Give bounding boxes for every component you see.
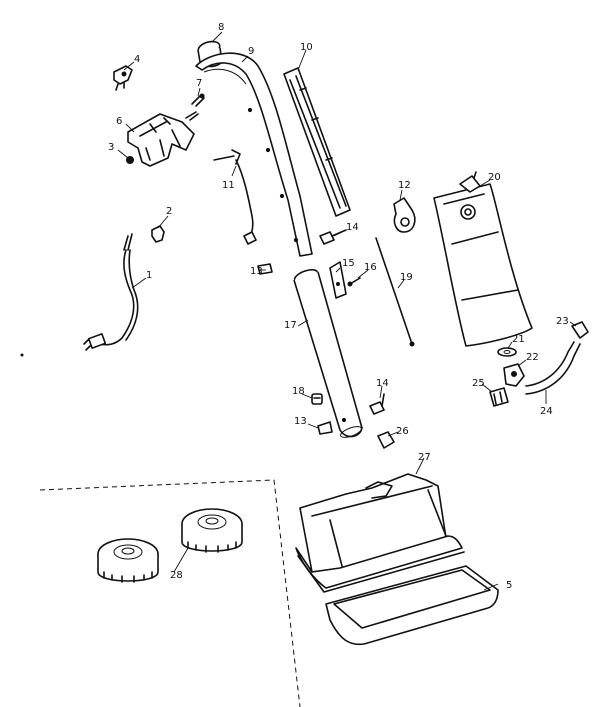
part-18-knob[interactable]: [311, 393, 323, 405]
callout-20: 20: [488, 172, 501, 183]
callout-5: 5: [506, 580, 512, 591]
callout-13-upper: 13: [250, 266, 263, 277]
part-28-brushes[interactable]: [97, 508, 243, 583]
part-21-washer[interactable]: [497, 347, 517, 357]
part-24-hose[interactable]: [525, 341, 581, 395]
callout-2: 2: [166, 206, 172, 217]
callout-11: 11: [222, 180, 235, 191]
callout-19: 19: [400, 272, 413, 283]
part-11-wire-clip[interactable]: [213, 149, 257, 245]
part-15-clamp[interactable]: [329, 261, 347, 299]
callout-14-upper: 14: [346, 222, 359, 233]
part-6-handle-housing[interactable]: [127, 113, 195, 167]
part-5-tray[interactable]: [325, 565, 499, 646]
callout-9: 9: [248, 46, 254, 57]
callout-14-lower: 14: [376, 378, 389, 389]
part-12-loop-bracket[interactable]: [393, 197, 416, 233]
callout-22: 22: [526, 352, 539, 363]
callout-7: 7: [196, 78, 202, 89]
part-7-screws[interactable]: [185, 93, 205, 121]
callout-24: 24: [540, 406, 553, 417]
leader-lines: [117, 31, 577, 591]
part-1-power-cord[interactable]: [83, 233, 139, 351]
part-25-cap-nut[interactable]: [489, 387, 509, 407]
callout-3: 3: [108, 142, 114, 153]
part-4-bracket[interactable]: [113, 65, 133, 91]
callout-1: 1: [146, 270, 152, 281]
callout-labels: 1 2 3 4 5 6 7 8 9 10 11 12 13 13 14 14 1…: [108, 22, 569, 591]
part-13-pin-lower[interactable]: [317, 421, 333, 435]
callout-12: 12: [398, 180, 411, 191]
part-10-channel[interactable]: [283, 67, 351, 217]
callout-21: 21: [512, 334, 525, 345]
callout-10: 10: [300, 42, 313, 53]
callout-17: 17: [284, 320, 297, 331]
part-9-upper-handle-tube[interactable]: [195, 52, 313, 257]
callout-18: 18: [292, 386, 305, 397]
callout-28: 28: [170, 570, 183, 581]
part-2-clip[interactable]: [151, 225, 165, 243]
part-19-rod[interactable]: [375, 237, 415, 347]
callout-4: 4: [134, 54, 140, 65]
callout-8: 8: [218, 22, 224, 33]
part-3-nut[interactable]: [126, 156, 134, 164]
callout-15: 15: [342, 258, 355, 269]
callout-27: 27: [418, 452, 431, 463]
part-22-elbow-fitting[interactable]: [503, 363, 525, 387]
callout-23: 23: [556, 316, 569, 327]
callout-26: 26: [396, 426, 409, 437]
callout-6: 6: [116, 116, 122, 127]
callout-25: 25: [472, 378, 485, 389]
part-27-base-housing[interactable]: [295, 473, 465, 593]
callout-16: 16: [364, 262, 377, 273]
part-13-pin-upper[interactable]: [257, 263, 273, 275]
part-26-bracket[interactable]: [377, 431, 395, 449]
stray-dot: [20, 353, 24, 357]
accessory-boundary-line: [39, 479, 301, 707]
part-14-bolt-lower[interactable]: [369, 393, 385, 415]
part-16-screw[interactable]: [347, 277, 361, 287]
part-20-front-housing[interactable]: [433, 171, 533, 347]
part-17-lower-handle-tube[interactable]: [293, 267, 363, 439]
callout-13-lower: 13: [294, 416, 307, 427]
